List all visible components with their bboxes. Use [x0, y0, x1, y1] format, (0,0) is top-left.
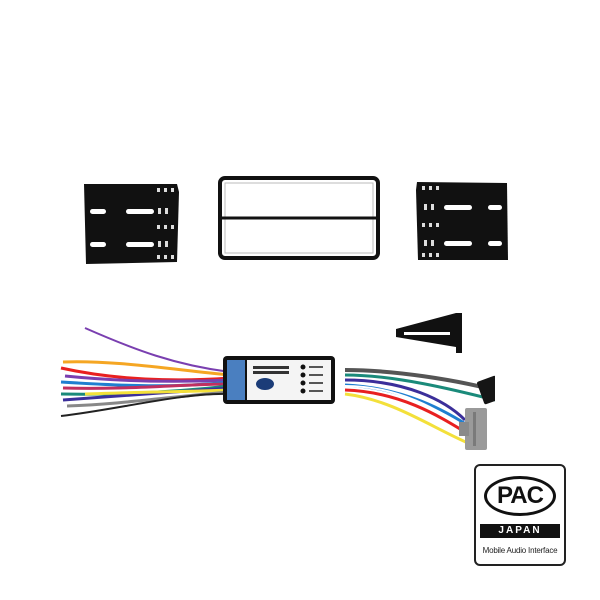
center-trim-frame	[218, 176, 380, 260]
wiring-harness	[55, 320, 495, 470]
logo-tagline: Mobile Audio Interface	[482, 546, 558, 555]
logo-region: JAPAN	[480, 524, 560, 538]
black-connector	[477, 375, 495, 405]
logo-brand: PAC	[484, 476, 556, 516]
right-mounting-bracket	[414, 180, 510, 262]
pac-japan-logo: PAC JAPAN Mobile Audio Interface	[474, 464, 566, 566]
interface-module	[223, 356, 335, 404]
gray-connector	[459, 408, 487, 450]
left-mounting-bracket	[82, 182, 182, 267]
release-clip	[394, 311, 466, 355]
